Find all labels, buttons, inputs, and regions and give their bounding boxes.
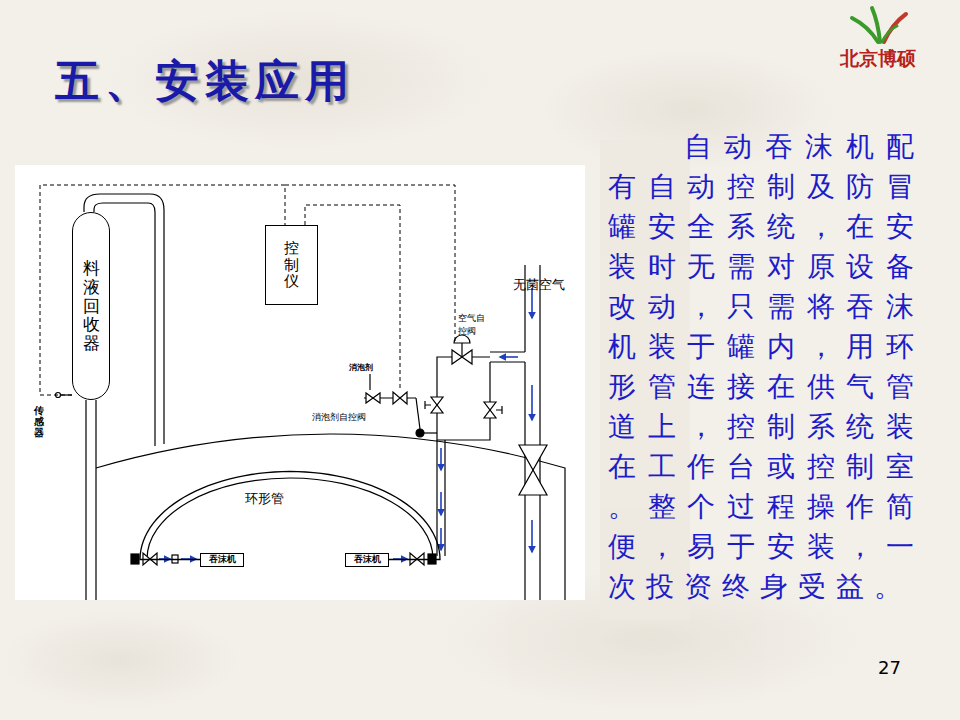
- diagram-panel: [15, 165, 585, 600]
- defoamer-inlet: [369, 374, 370, 390]
- ring-pipe: [140, 472, 440, 560]
- node-label: 料液回收器: [83, 259, 100, 352]
- pipe-label: 环形管: [243, 490, 286, 508]
- tank-dome: [96, 434, 565, 600]
- valve-label: 空气自控阀: [458, 312, 488, 338]
- signal-line: [305, 205, 400, 390]
- pump-symbol: [416, 429, 424, 437]
- bypass-valve: [431, 397, 443, 405]
- nozzle: [131, 554, 139, 564]
- bypass-valve: [484, 402, 496, 410]
- logo-text: 北京博硕: [840, 46, 916, 72]
- node-label: 吞沫机: [209, 555, 236, 565]
- foamer-box: 吞沫机: [345, 553, 389, 567]
- air-supply-pipe: [525, 265, 540, 600]
- page-number: 27: [878, 657, 901, 678]
- defoamer-valve: [393, 392, 400, 404]
- valve-label: 消泡剂自控阀: [312, 411, 366, 424]
- down-pipe: [437, 440, 445, 556]
- recovery-drain-pipe: [86, 400, 96, 600]
- body-text: 自动吞沫机配有自动控制及防冒罐安全系统，在安装时无需对原设备改动，只需将吞沫机装…: [608, 127, 924, 607]
- inlet-label: 消泡剂: [349, 362, 373, 373]
- piping: [56, 185, 566, 600]
- slide-title: 五、安装应用: [55, 52, 355, 111]
- bypass-loop: [437, 357, 490, 440]
- controller-box: 控制仪: [265, 225, 318, 305]
- ring-pipe-inner: [147, 478, 433, 559]
- supply-label: 无菌空气: [513, 276, 565, 294]
- node-label: 控制仪: [284, 240, 299, 290]
- flow-arrows: [159, 288, 532, 559]
- air-branch-pipe: [490, 352, 525, 362]
- foamer-box: 吞沫机: [200, 553, 244, 567]
- recovery-vessel: 料液回收器: [72, 212, 110, 400]
- logo-leaves: [852, 8, 906, 42]
- air-valve: [452, 350, 462, 364]
- node-label: 吞沫机: [354, 555, 381, 565]
- main-valve: [519, 445, 547, 470]
- sensor-label: 传感器: [34, 405, 44, 438]
